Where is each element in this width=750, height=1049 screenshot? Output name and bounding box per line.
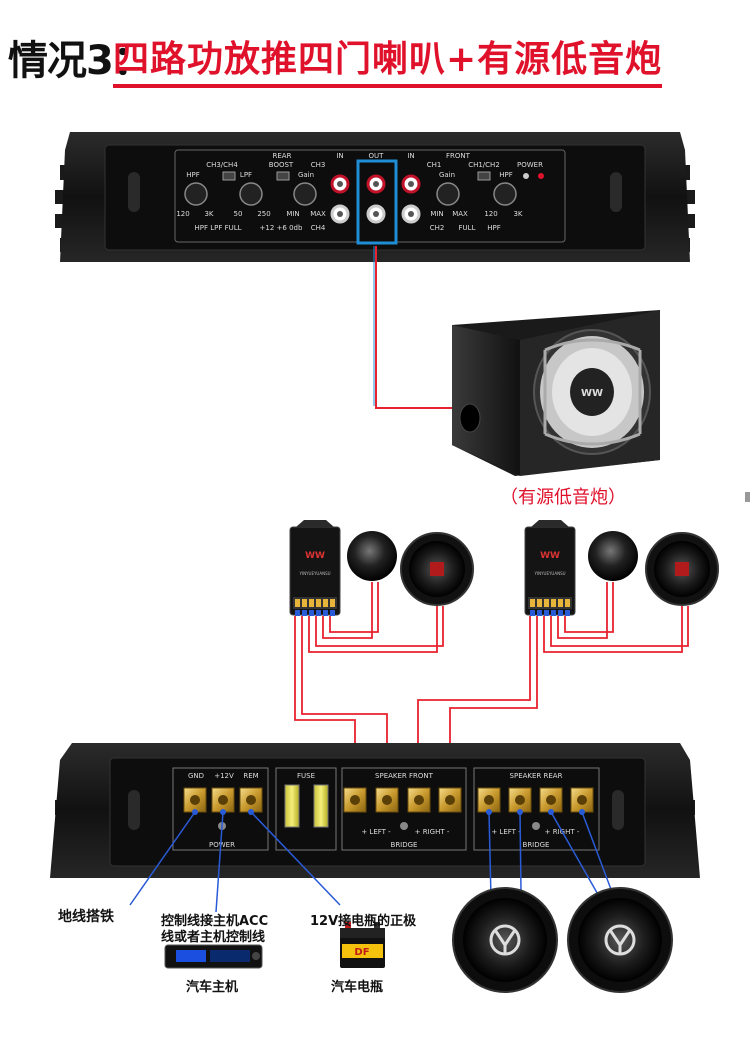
- ch3-label: CH3: [311, 161, 326, 169]
- tweeter-right: [588, 531, 638, 581]
- power-panel-label: POWER: [209, 841, 235, 849]
- ch2-label: CH2: [430, 224, 445, 232]
- in-right-label: IN: [407, 152, 414, 160]
- power-wires: [129, 811, 341, 913]
- front-right-label: + RIGHT -: [415, 828, 450, 836]
- control-line-label-1: 控制线接主机ACC: [161, 914, 269, 929]
- gain-min-left: MIN: [286, 210, 299, 218]
- gain-knob-right[interactable]: [436, 182, 460, 206]
- gain-knob-left[interactable]: [293, 182, 317, 206]
- out-highlight-box: [356, 159, 398, 245]
- speaker-front-label: SPEAKER FRONT: [375, 772, 434, 780]
- tweeter-left: [347, 531, 397, 581]
- lpf-knob[interactable]: [239, 182, 263, 206]
- plus12v-label: +12V: [214, 772, 234, 780]
- sub-port: [459, 403, 481, 433]
- ch12-label: CH1/CH2: [468, 161, 500, 169]
- rear-speaker-right: [567, 887, 673, 993]
- crossover-left-text: YINYUEYUANSU: [298, 571, 330, 576]
- head-unit-label: 汽车主机: [186, 980, 239, 995]
- top-amplifier: REAR IN OUT IN FRONT CH3/CH4 BOOST CH3 C…: [55, 132, 695, 262]
- crossover-right-text: YINYUEYUANSU: [533, 571, 565, 576]
- boost-values: +12 +6 0db: [260, 224, 303, 232]
- rear-speaker-left: [452, 887, 558, 993]
- subwoofer-caption: （有源低音炮）: [500, 487, 626, 508]
- svg-text:WW: WW: [305, 551, 325, 561]
- ch34-label: CH3/CH4: [206, 161, 238, 169]
- ch12-switch[interactable]: [477, 171, 491, 181]
- lpf-max: 250: [257, 210, 270, 218]
- gnd-label: GND: [188, 772, 204, 780]
- hpf-min-left: 120: [176, 210, 189, 218]
- hpf-min-right: 120: [484, 210, 497, 218]
- front-label: FRONT: [446, 152, 471, 160]
- ground-label: 地线搭铁: [58, 909, 114, 925]
- rear-left-label: + LEFT -: [491, 828, 521, 836]
- front-left-label: + LEFT -: [361, 828, 391, 836]
- hpf-max-right: 3K: [513, 210, 522, 218]
- rear-label: REAR: [273, 152, 292, 160]
- gain-label-right: Gain: [439, 171, 455, 179]
- rear-bridge-label: BRIDGE: [523, 841, 550, 849]
- svg-text:WW: WW: [540, 551, 560, 561]
- hpf-lpf-full-label: HPF LPF FULL: [194, 224, 241, 232]
- active-subwoofer: WW: [452, 310, 660, 476]
- title-prefix: 情况3：: [8, 38, 153, 84]
- in-left-label: IN: [336, 152, 343, 160]
- battery-positive-label: 12V接电瓶的正极: [310, 914, 417, 929]
- hpf-knob-left[interactable]: [184, 182, 208, 206]
- lpf-min: 50: [234, 210, 243, 218]
- car-battery: DF: [340, 922, 385, 968]
- gain-max-left: MAX: [310, 210, 326, 218]
- ch34-switch[interactable]: [222, 171, 236, 181]
- gain-label-left: Gain: [298, 171, 314, 179]
- head-unit: [164, 944, 263, 969]
- front-bridge-label: BRIDGE: [391, 841, 418, 849]
- fuse-2[interactable]: [313, 784, 329, 828]
- rear-speaker-wires: [488, 811, 613, 899]
- battery-label: 汽车电瓶: [331, 980, 384, 995]
- svg-text:DF: DF: [354, 947, 369, 958]
- boost-label: BOOST: [269, 161, 294, 169]
- sub-rca-wire: [375, 246, 462, 409]
- gain-max-right: MAX: [452, 210, 468, 218]
- fuse-1[interactable]: [284, 784, 300, 828]
- boost-switch[interactable]: [276, 171, 290, 181]
- ch4-label: CH4: [311, 224, 326, 232]
- hpf-max-left: 3K: [204, 210, 213, 218]
- gain-min-right: MIN: [430, 210, 443, 218]
- hpf-bottom-right: HPF: [487, 224, 501, 232]
- bottom-amplifier: GND +12V REM FUSE SPEAKER FRONT SPEAKER …: [50, 743, 700, 878]
- out-label: OUT: [369, 152, 385, 160]
- component-set-left: WW YINYUEYUANSU: [289, 520, 474, 616]
- lpf-label: LPF: [240, 171, 252, 179]
- fuse-label: FUSE: [297, 772, 315, 780]
- component-set-right: WW YINYUEYUANSU: [524, 520, 719, 616]
- power-label: POWER: [517, 161, 543, 169]
- control-line-label-2: 线或者主机控制线: [161, 930, 266, 945]
- hpf-label-right: HPF: [499, 171, 513, 179]
- rem-label: REM: [243, 772, 258, 780]
- svg-text:WW: WW: [581, 388, 603, 399]
- hpf-label-left: HPF: [186, 171, 200, 179]
- full-label-right: FULL: [459, 224, 476, 232]
- ch1-label: CH1: [427, 161, 442, 169]
- hpf-knob-right[interactable]: [493, 182, 517, 206]
- page-title: 四路功放推四门喇叭+有源低音炮: [113, 30, 663, 88]
- speaker-rear-label: SPEAKER REAR: [510, 772, 563, 780]
